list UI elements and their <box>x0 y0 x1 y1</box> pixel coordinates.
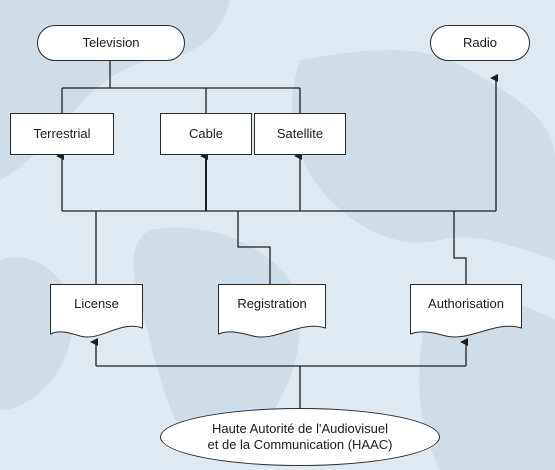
satellite-node: Satellite <box>254 113 346 155</box>
haac-node: Haute Autorité de l'Audiovisuel et de la… <box>160 408 440 466</box>
authorisation-document: Authorisation <box>410 284 522 342</box>
license-document: License <box>50 284 143 342</box>
cable-label: Cable <box>189 125 223 141</box>
document-shape <box>410 284 522 338</box>
terrestrial-node: Terrestrial <box>10 113 114 155</box>
document-shape <box>50 284 143 338</box>
haac-label-line2: et de la Communication (HAAC) <box>207 437 393 452</box>
radio-node: Radio <box>430 25 530 61</box>
authorisation-label: Authorisation <box>428 295 504 311</box>
registration-to-bus-line <box>237 211 271 284</box>
registration-document: Registration <box>218 284 326 342</box>
authorisation-to-bus-line <box>453 211 467 284</box>
land-shape-southeast <box>419 296 555 470</box>
television-label: Television <box>82 34 140 50</box>
land-shape-east <box>291 50 555 260</box>
document-shape <box>218 284 326 338</box>
radio-label: Radio <box>463 34 497 50</box>
registration-label: Registration <box>237 295 307 311</box>
license-label: License <box>74 295 119 311</box>
television-node: Television <box>37 25 185 61</box>
haac-label-line1: Haute Autorité de l'Audiovisuel <box>212 420 388 436</box>
satellite-label: Satellite <box>276 125 324 141</box>
cable-node: Cable <box>160 113 252 155</box>
terrestrial-label: Terrestrial <box>33 125 91 141</box>
